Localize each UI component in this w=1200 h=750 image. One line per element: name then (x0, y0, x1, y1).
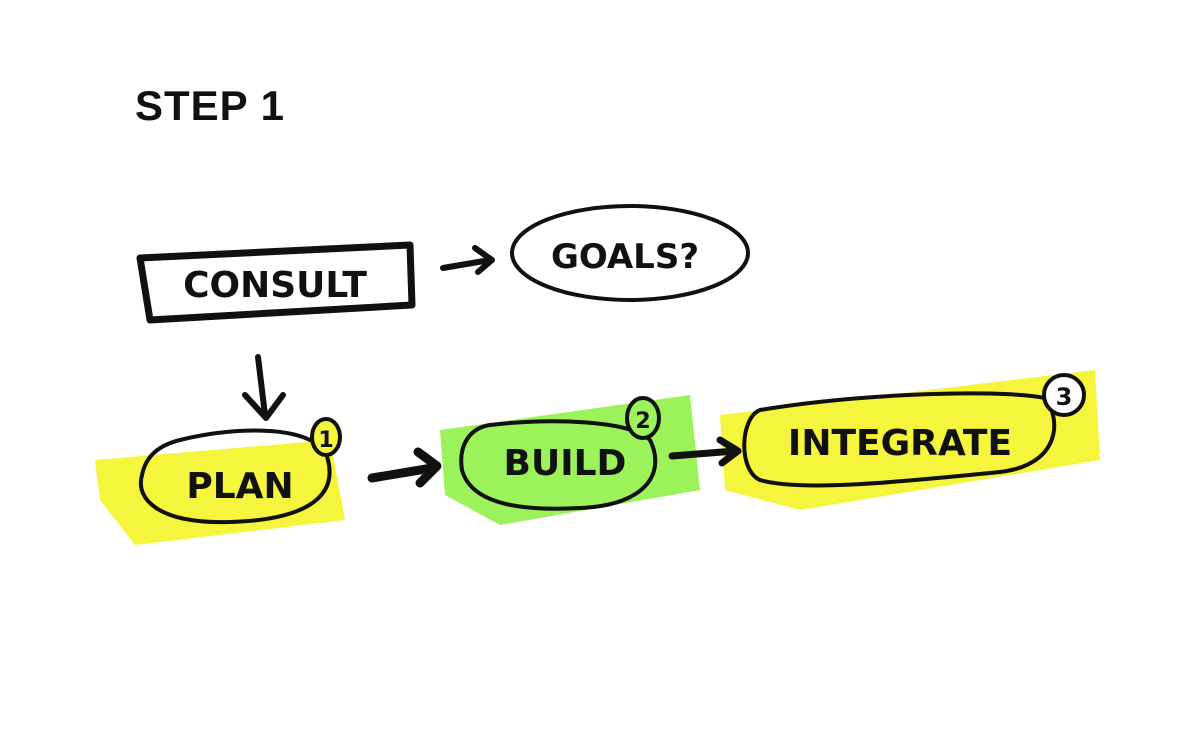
arrow-plan-to-build (367, 447, 442, 488)
build-node: BUILD 2 (459, 396, 661, 511)
plan-badge: 1 (318, 428, 333, 453)
plan-node: PLAN 1 (138, 417, 342, 525)
plan-label: PLAN (186, 466, 293, 507)
integrate-badge: 3 (1056, 383, 1073, 411)
build-badge: 2 (635, 409, 650, 434)
build-label: BUILD (504, 443, 627, 484)
integrate-highlight (720, 370, 1100, 510)
consult-node: CONSULT (136, 241, 416, 324)
plan-highlight (95, 440, 345, 545)
arrow-consult-to-goals (440, 245, 495, 275)
arrow-consult-to-plan (242, 354, 286, 421)
consult-label: CONSULT (183, 265, 367, 306)
integrate-label: INTEGRATE (788, 423, 1012, 464)
goals-label: GOALS? (551, 237, 699, 277)
integrate-node: INTEGRATE 3 (742, 373, 1086, 488)
arrow-build-to-integrate (668, 436, 742, 467)
step-title: STEP 1 (135, 82, 285, 129)
goals-node: GOALS? (510, 204, 750, 302)
